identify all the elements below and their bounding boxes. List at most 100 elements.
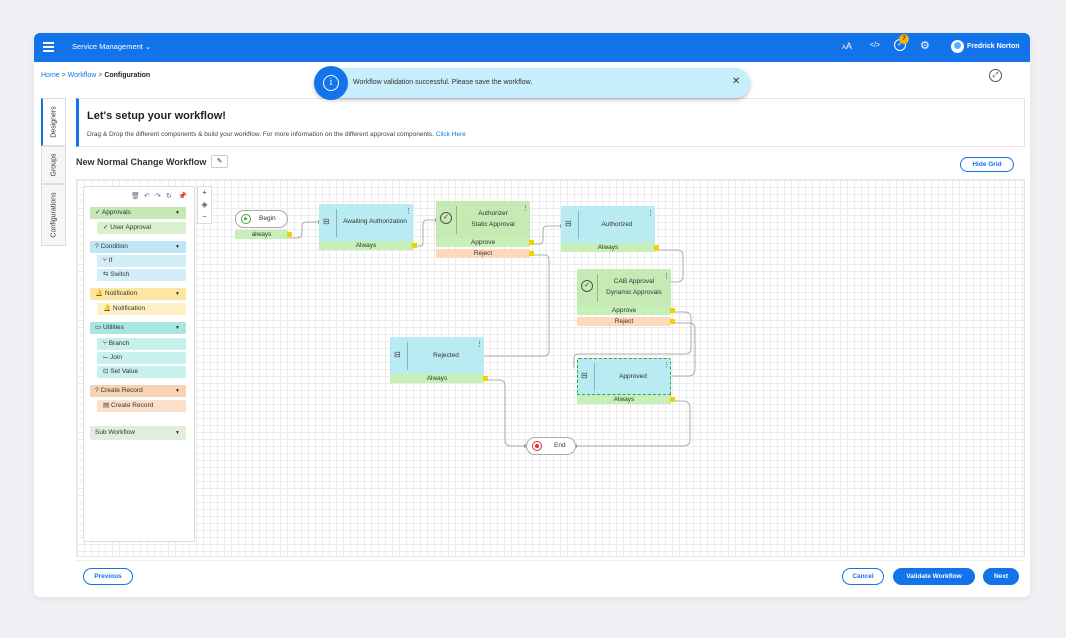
node-divider — [456, 206, 457, 234]
palette-group-label: Condition — [100, 243, 128, 250]
tab-label: Designers — [50, 106, 58, 138]
node-divider — [336, 209, 337, 237]
connector-approved-end — [577, 400, 691, 447]
palette-group-notification[interactable]: 🔔 Notification▼ — [90, 288, 186, 300]
undo-icon[interactable]: ↶ — [144, 193, 150, 200]
node-body — [561, 206, 655, 243]
palette-group-label: Sub Workflow — [95, 429, 135, 436]
tab-groups[interactable]: Groups — [41, 146, 66, 184]
breadcrumb-workflow[interactable]: Workflow — [67, 72, 97, 79]
hamburger-menu-icon[interactable] — [43, 39, 57, 55]
palette-group-label: Create Record — [100, 387, 143, 394]
palette-item-join[interactable]: ⤚ Join — [97, 352, 186, 364]
click-here-link[interactable]: Click Here — [435, 131, 466, 138]
port-always[interactable]: Always — [577, 395, 675, 404]
setup-description: Drag & Drop the different components & b… — [87, 131, 466, 138]
palette-group-condition[interactable]: ? Condition▼ — [90, 241, 186, 253]
port-label: Approve — [470, 239, 496, 246]
port-always[interactable]: always — [235, 230, 292, 239]
app-switcher[interactable]: Service Management ⌄ — [72, 42, 152, 51]
palette-item-if[interactable]: ⑂ If — [97, 255, 186, 267]
pin-icon[interactable]: 📌 — [178, 193, 187, 200]
palette-item-label: Create Record — [110, 402, 154, 409]
fullscreen-expand-icon[interactable]: ⤢ — [989, 69, 1002, 82]
kebab-menu-icon[interactable]: ⋮ — [663, 273, 670, 280]
palette-group-utilities[interactable]: ▭ Utilities▼ — [90, 322, 186, 334]
port-always[interactable]: Always — [561, 243, 659, 252]
node-divider — [597, 274, 598, 302]
node-rejected[interactable]: ⊟ Rejected ⋮ Always — [390, 337, 488, 383]
workflow-canvas[interactable]: 🗑 ↶ ↷ ↻ 📌 ✓ Approvals▼ ✓ User Approval ?… — [76, 179, 1025, 557]
node-authorizer[interactable]: ✓ Authorizer Static Approval ⋮ Approve R… — [436, 201, 534, 260]
kebab-menu-icon[interactable]: ⋮ — [663, 362, 670, 369]
breadcrumb-home[interactable]: Home — [41, 72, 60, 79]
setup-description-text: Drag & Drop the different components & b… — [87, 131, 436, 138]
caret-down-icon: ▼ — [175, 325, 180, 331]
stop-icon — [532, 441, 542, 451]
node-body — [390, 337, 484, 374]
palette-group-sub-workflow[interactable]: Sub Workflow▼ — [90, 426, 186, 440]
palette-item-switch[interactable]: ⇆ Switch — [97, 269, 186, 281]
connector-lines — [288, 218, 696, 448]
port-approve[interactable]: Approve — [577, 306, 675, 315]
node-label: Rejected — [433, 352, 459, 359]
node-end[interactable]: End — [526, 437, 576, 455]
next-button[interactable]: Next — [983, 568, 1019, 585]
node-cab-approval[interactable]: ✓ CAB Approval Dynamic Approvals ⋮ Appro… — [577, 269, 675, 328]
palette-item-set-value[interactable]: ⊡ Set Value — [97, 366, 186, 378]
delete-icon[interactable]: 🗑 — [131, 193, 140, 200]
tab-label: Configurations — [50, 192, 57, 238]
node-body — [319, 204, 413, 241]
node-awaiting-authorization[interactable]: ⊟ Awaiting Authorization ⋮ Always — [319, 204, 417, 250]
hide-grid-button[interactable]: Hide Grid — [960, 157, 1014, 172]
user-name[interactable]: Fredrick Norton — [967, 43, 1020, 50]
port-label: Approve — [611, 307, 637, 314]
zoom-in-button[interactable]: + — [202, 188, 207, 197]
node-divider — [578, 211, 579, 239]
info-icon: i — [314, 66, 348, 100]
check-circle-icon: ✓ — [440, 212, 452, 224]
kebab-menu-icon[interactable]: ⋮ — [476, 341, 483, 348]
validate-workflow-button[interactable]: Validate Workflow — [893, 568, 975, 585]
kebab-menu-icon[interactable]: ⋮ — [405, 208, 412, 215]
redo-icon[interactable]: ↷ — [155, 193, 161, 200]
validation-toast: i Workflow validation successful. Please… — [314, 66, 750, 100]
palette-item-user-approval[interactable]: ✓ User Approval — [97, 222, 186, 234]
port-approve[interactable]: Approve — [436, 238, 534, 247]
record-icon: ▤ — [103, 402, 110, 409]
close-icon[interactable]: ✕ — [732, 76, 741, 87]
kebab-menu-icon[interactable]: ⋮ — [647, 210, 654, 217]
bell-icon: 🔔 — [103, 305, 112, 312]
avatar[interactable] — [951, 40, 964, 53]
refresh-icon[interactable]: ↻ — [166, 193, 172, 200]
port-reject[interactable]: Reject — [436, 249, 534, 258]
zoom-out-button[interactable]: − — [202, 212, 207, 221]
cancel-button[interactable]: Cancel — [842, 568, 884, 585]
palette-item-branch[interactable]: ⑂ Branch — [97, 338, 186, 350]
tab-configurations[interactable]: Configurations — [41, 184, 66, 246]
port-always[interactable]: Always — [390, 374, 488, 383]
code-icon[interactable]: </> — [870, 42, 881, 49]
tab-label: Groups — [50, 153, 57, 177]
kebab-menu-icon[interactable]: ⋮ — [522, 205, 529, 212]
tab-designers[interactable]: Designers — [41, 98, 66, 146]
previous-button[interactable]: Previous — [83, 568, 133, 585]
palette-item-create-record[interactable]: ▤ Create Record — [97, 400, 186, 412]
approvals-icon: ✓ — [95, 209, 101, 216]
zoom-fit-button[interactable]: ◈ — [201, 200, 208, 209]
port-always[interactable]: Always — [319, 241, 417, 250]
node-body — [577, 358, 671, 395]
breadcrumb: Home > Workflow > Configuration — [41, 72, 150, 79]
port-label: Reject — [473, 250, 493, 257]
palette-group-create-record[interactable]: ? Create Record▼ — [90, 385, 186, 397]
palette-group-approvals[interactable]: ✓ Approvals▼ — [90, 207, 186, 219]
port-reject[interactable]: Reject — [577, 317, 675, 326]
node-begin[interactable]: ▶ Begin always — [235, 210, 292, 243]
font-size-icon[interactable]: AA — [842, 41, 853, 51]
node-authorized[interactable]: ⊟ Authorized ⋮ Always — [561, 206, 659, 252]
action-icon: ⊟ — [394, 350, 401, 359]
edit-pencil-icon[interactable]: ✎ — [211, 155, 228, 168]
palette-item-notification[interactable]: 🔔 Notification — [97, 303, 186, 315]
node-approved[interactable]: ⊟ Approved ⋮ Always — [577, 358, 675, 404]
gear-icon[interactable]: ⚙ — [920, 40, 930, 52]
